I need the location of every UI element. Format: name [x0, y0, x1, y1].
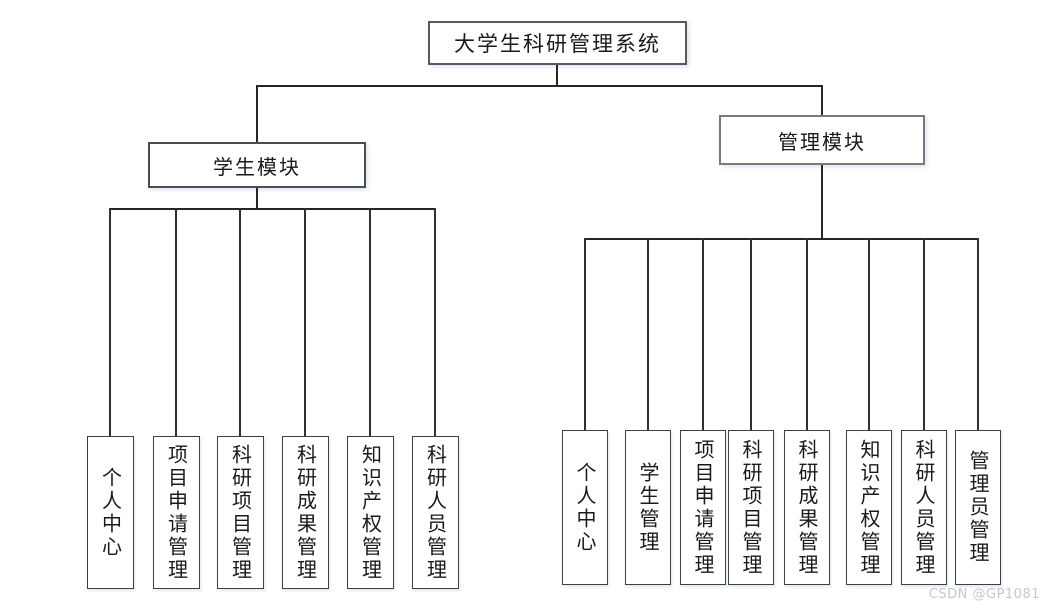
connector-line — [923, 238, 925, 430]
connector-line — [584, 238, 586, 430]
node-admin-student-mgmt: 学生管理 — [625, 430, 671, 585]
node-admin-research-achievement-mgmt: 科研成果管理 — [784, 430, 830, 585]
connector-line — [556, 65, 558, 87]
leaf-label: 科研项目管理 — [739, 438, 763, 577]
node-module-student: 学生模块 — [148, 142, 366, 188]
node-student-intellectual-property-mgmt: 知识产权管理 — [347, 436, 394, 589]
node-admin-research-project-mgmt: 科研项目管理 — [728, 430, 774, 585]
connector-line — [109, 208, 436, 210]
leaf-label: 管理员管理 — [966, 450, 990, 565]
csdn-watermark: CSDN @GP1081 — [928, 587, 1040, 602]
leaf-label: 科研人员管理 — [912, 438, 936, 577]
node-admin-intellectual-property-mgmt: 知识产权管理 — [846, 430, 892, 585]
leaf-label: 知识产权管理 — [358, 443, 383, 582]
leaf-label: 项目申请管理 — [164, 443, 189, 582]
connector-line — [434, 208, 436, 436]
connector-line — [304, 208, 306, 436]
node-admin-research-personnel-mgmt: 科研人员管理 — [901, 430, 947, 585]
connector-line — [821, 165, 823, 240]
leaf-label: 个人中心 — [98, 466, 123, 559]
connector-line — [256, 85, 823, 87]
node-student-personal-center: 个人中心 — [87, 436, 134, 589]
leaf-label: 个人中心 — [573, 461, 597, 554]
node-root: 大学生科研管理系统 — [428, 21, 687, 65]
leaf-label: 科研人员管理 — [423, 443, 448, 582]
node-admin-project-application-mgmt: 项目申请管理 — [680, 430, 726, 585]
leaf-label: 科研成果管理 — [795, 438, 819, 577]
node-student-project-application-mgmt: 项目申请管理 — [153, 436, 200, 589]
connector-line — [647, 238, 649, 430]
connector-line — [750, 238, 752, 430]
connector-line — [977, 238, 979, 430]
node-admin-personal-center: 个人中心 — [562, 430, 608, 585]
leaf-label: 学生管理 — [636, 461, 660, 554]
connector-line — [109, 208, 111, 436]
node-student-research-personnel-mgmt: 科研人员管理 — [412, 436, 459, 589]
connector-line — [702, 238, 704, 430]
node-module-admin: 管理模块 — [719, 115, 925, 165]
node-admin-administrator-mgmt: 管理员管理 — [955, 430, 1001, 585]
connector-line — [369, 208, 371, 436]
connector-line — [868, 238, 870, 430]
node-module-admin-label: 管理模块 — [778, 129, 866, 154]
connector-line — [256, 188, 258, 210]
node-root-label: 大学生科研管理系统 — [454, 32, 661, 56]
connector-line — [256, 85, 258, 142]
leaf-label: 科研项目管理 — [228, 443, 253, 582]
leaf-label: 知识产权管理 — [857, 438, 881, 577]
connector-line — [584, 238, 979, 240]
leaf-label: 科研成果管理 — [293, 443, 318, 582]
node-module-student-label: 学生模块 — [213, 154, 301, 179]
node-student-research-achievement-mgmt: 科研成果管理 — [282, 436, 329, 589]
leaf-label: 项目申请管理 — [691, 438, 715, 577]
connector-line — [175, 208, 177, 436]
connector-line — [806, 238, 808, 430]
connector-line — [239, 208, 241, 436]
connector-line — [821, 85, 823, 115]
node-student-research-project-mgmt: 科研项目管理 — [217, 436, 264, 589]
